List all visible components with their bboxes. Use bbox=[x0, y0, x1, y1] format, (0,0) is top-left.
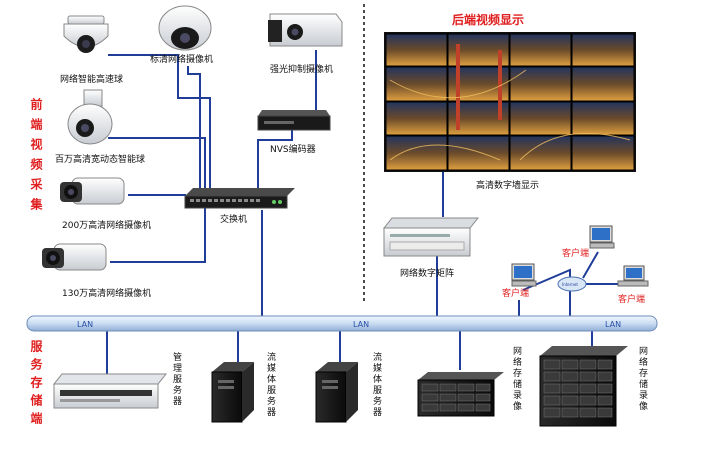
wdr-dome-camera bbox=[67, 89, 113, 145]
bullet-2mp-label: 200万高清网络摄像机 bbox=[62, 219, 151, 231]
video-wall-label: 高清数字墙显示 bbox=[476, 179, 539, 191]
network-switch bbox=[184, 188, 295, 209]
lan-bus: LAN LAN LAN bbox=[26, 315, 658, 332]
section-title-front: 前端视频采集 bbox=[29, 97, 43, 218]
lan-label-3: LAN bbox=[605, 320, 621, 329]
nvs-encoder bbox=[257, 110, 331, 131]
client-computer-3 bbox=[617, 265, 649, 287]
internet-cloud: Internet bbox=[557, 276, 587, 292]
video-wall bbox=[384, 32, 636, 172]
glare-camera bbox=[268, 13, 343, 47]
switch-label: 交换机 bbox=[220, 213, 247, 225]
nvr-2-label: 网络存储录像 bbox=[637, 346, 648, 412]
streaming-server-2 bbox=[315, 362, 358, 423]
lan-label-1: LAN bbox=[77, 320, 93, 329]
glare-camera-label: 强光抑制摄像机 bbox=[270, 63, 333, 75]
client-2-label: 客户端 bbox=[562, 247, 589, 259]
client-computer-1 bbox=[511, 263, 537, 287]
matrix-label: 网络数字矩阵 bbox=[400, 267, 454, 279]
network-matrix bbox=[382, 217, 480, 257]
speed-dome-label: 网络智能高速球 bbox=[60, 73, 123, 85]
management-server bbox=[52, 373, 168, 409]
section-title-back: 后端视频显示 bbox=[452, 12, 524, 27]
sd-camera-label: 标清网络摄像机 bbox=[150, 53, 213, 65]
stream-server-1-label: 流媒体服务器 bbox=[265, 351, 276, 418]
bullet-130-label: 130万高清网络摄像机 bbox=[62, 287, 151, 299]
connection-lines bbox=[106, 50, 620, 385]
nvr-storage-2 bbox=[539, 346, 628, 427]
section-title-storage: 服务存储端 bbox=[29, 339, 43, 430]
speed-dome-camera bbox=[63, 15, 109, 53]
stream-server-2-label: 流媒体服务器 bbox=[371, 351, 382, 418]
lan-label-2: LAN bbox=[353, 320, 369, 329]
client-computer-2 bbox=[589, 225, 615, 249]
bullet-camera-130 bbox=[42, 243, 107, 271]
sd-camera bbox=[158, 5, 212, 51]
nvr-1-label: 网络存储录像 bbox=[511, 346, 522, 412]
client-3-label: 客户端 bbox=[618, 293, 645, 305]
nvr-storage-1 bbox=[417, 372, 504, 417]
wdr-dome-label: 百万高清宽动态智能球 bbox=[55, 153, 145, 165]
streaming-server-1 bbox=[211, 362, 254, 423]
nvs-encoder-label: NVS编码器 bbox=[270, 143, 316, 155]
bullet-camera-2mp bbox=[60, 177, 125, 205]
client-1-label: 客户端 bbox=[502, 287, 529, 299]
mgmt-server-label: 管理服务器 bbox=[171, 351, 182, 407]
internet-label: Internet bbox=[562, 282, 578, 287]
